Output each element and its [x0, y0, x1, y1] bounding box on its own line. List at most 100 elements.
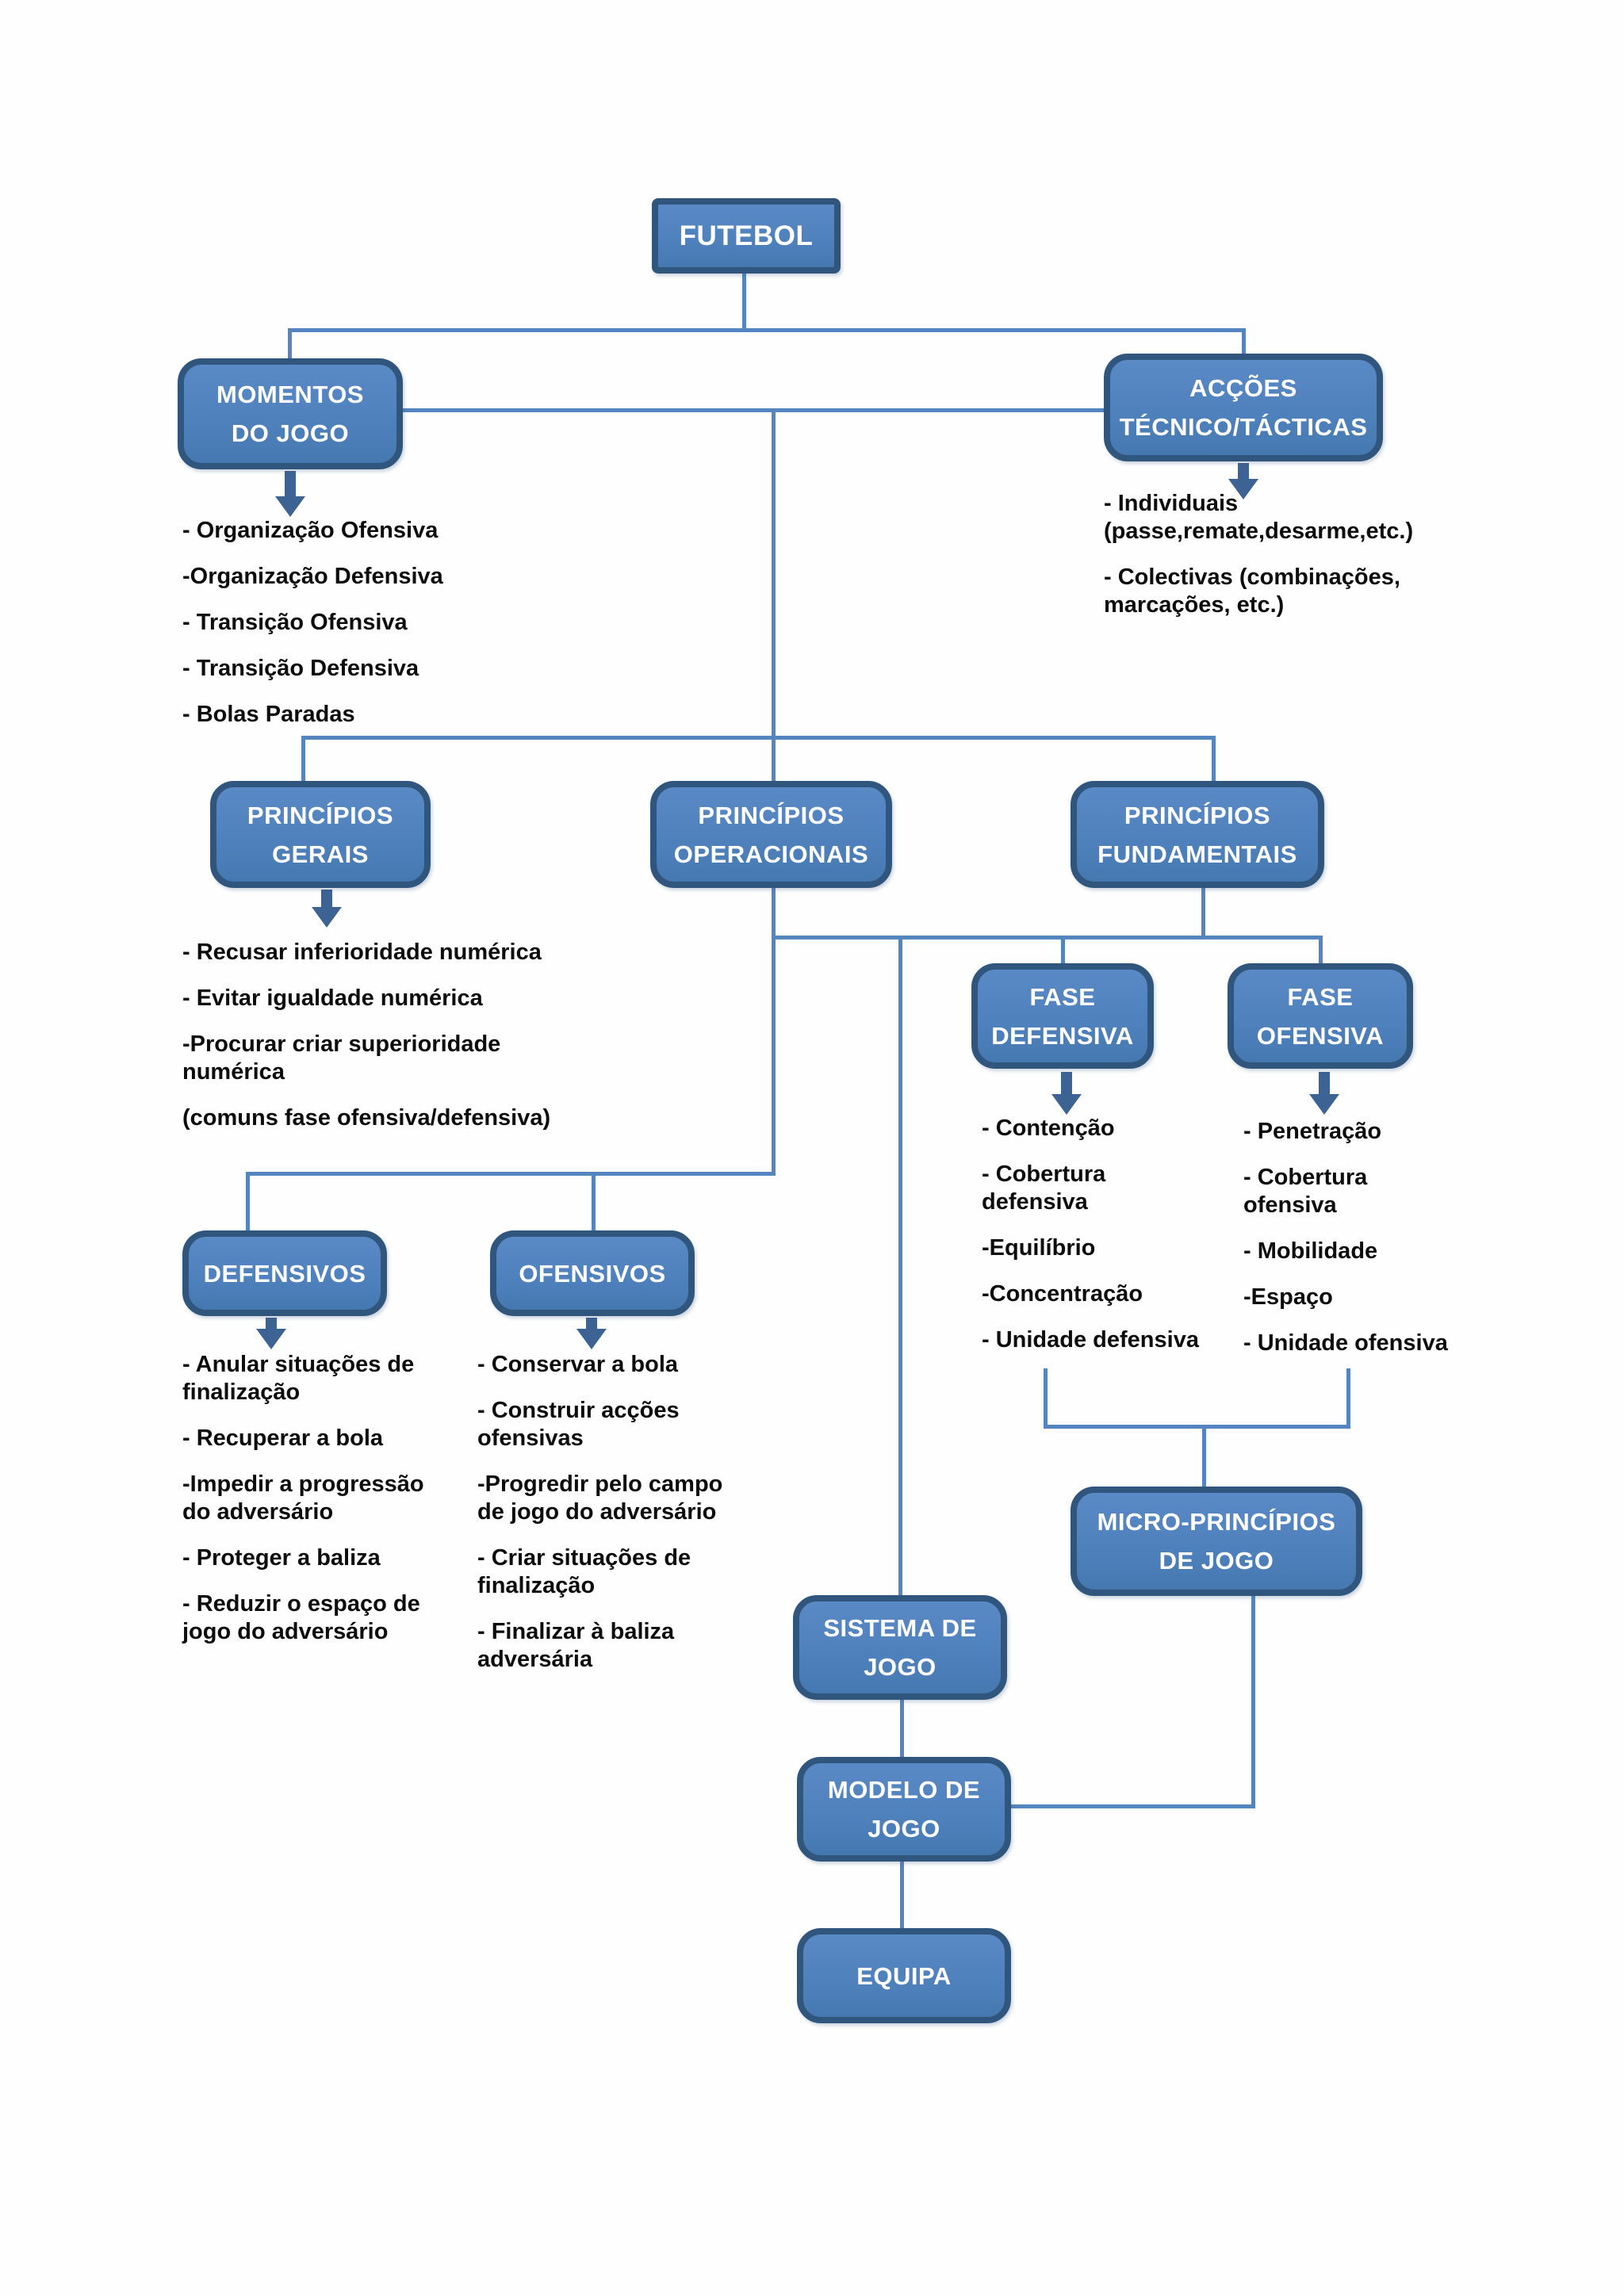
node-principios-operacionais: PRINCÍPIOS OPERACIONAIS	[650, 781, 892, 888]
connector-to-ofensivos	[592, 1172, 596, 1232]
connector-to-fase-ofensiva	[1319, 936, 1323, 965]
connector-to-operacionais	[772, 736, 776, 783]
accoes-list: - Individuais (passe,remate,desarme,etc.…	[1104, 490, 1461, 637]
node-micro-principios: MICRO-PRINCÍPIOS DE JOGO	[1071, 1487, 1362, 1596]
list-item: - Recusar inferioridade numérica	[182, 939, 542, 965]
connector-to-gerais	[301, 736, 305, 783]
node-accoes-tecnico-tacticas: ACÇÕES TÉCNICO/TÁCTICAS	[1104, 354, 1383, 461]
list-item: -Espaço	[1243, 1284, 1333, 1310]
connector-unidade-defensiva-down	[1044, 1368, 1048, 1429]
node-defensivos-label: DEFENSIVOS	[203, 1259, 366, 1288]
list-item: - Cobertura defensiva	[982, 1161, 1106, 1215]
connector-to-micro	[1202, 1425, 1206, 1488]
connector-operacionais-down	[772, 888, 776, 1175]
fase-ofensiva-list: - Penetração- Cobertura ofensiva- Mobili…	[1243, 1118, 1505, 1376]
connector-to-sistema	[898, 936, 902, 1597]
node-sistema-label: SISTEMA DE JOGO	[823, 1614, 977, 1681]
connector-to-fundamentais	[1212, 736, 1216, 783]
arrow-head	[1228, 479, 1258, 499]
gerais-list: - Recusar inferioridade numérica - Evitar…	[182, 939, 563, 1150]
list-item: - Evitar igualdade numérica	[182, 985, 483, 1011]
node-principios-fundamentais: PRINCÍPIOS FUNDAMENTAIS	[1071, 781, 1324, 888]
list-item: -Organização Defensiva	[182, 564, 443, 589]
list-item: -Procurar criar superioridade numérica	[182, 1031, 501, 1085]
list-item: - Recuperar a bola	[182, 1425, 384, 1451]
arrow-head	[256, 1329, 286, 1349]
node-micro-label: MICRO-PRINCÍPIOS DE JOGO	[1097, 1508, 1336, 1575]
connector-center-down	[772, 408, 776, 737]
node-futebol: FUTEBOL	[652, 198, 841, 274]
down-arrow-fase-defensiva	[1051, 1072, 1082, 1115]
list-item: - Unidade defensiva	[982, 1327, 1199, 1353]
list-item: - Finalizar à baliza adversária	[477, 1619, 675, 1672]
down-arrow-momentos	[275, 471, 305, 517]
list-item: - Contenção	[982, 1115, 1115, 1141]
list-item: - Unidade ofensiva	[1243, 1330, 1448, 1356]
down-arrow-gerais	[312, 890, 342, 928]
connector-to-accoes	[1242, 328, 1246, 357]
node-fase-defensiva: FASE DEFENSIVA	[971, 963, 1154, 1069]
ofensivos-list: - Conservar a bola - Construir acções ofe…	[477, 1351, 795, 1692]
down-arrow-defensivos	[256, 1318, 286, 1349]
list-item: - Construir acções ofensivas	[477, 1398, 680, 1451]
connector-to-fase-defensiva	[1061, 936, 1065, 965]
arrow-shaft	[266, 1318, 277, 1329]
arrow-head	[576, 1329, 607, 1349]
node-operacionais-label: PRINCÍPIOS OPERACIONAIS	[673, 801, 869, 868]
node-ofensivos: OFENSIVOS	[490, 1230, 695, 1316]
arrow-shaft	[1319, 1072, 1330, 1094]
connector-fases-horizontal	[772, 936, 1323, 939]
node-defensivos: DEFENSIVOS	[182, 1230, 387, 1316]
node-equipa-label: EQUIPA	[856, 1961, 952, 1990]
list-item: - Cobertura ofensiva	[1243, 1165, 1368, 1218]
node-futebol-label: FUTEBOL	[679, 220, 814, 251]
node-principios-gerais: PRINCÍPIOS GERAIS	[210, 781, 431, 888]
arrow-head	[312, 907, 342, 928]
down-arrow-ofensivos	[576, 1318, 607, 1349]
connector-to-momentos	[288, 328, 292, 360]
node-fase-defensiva-label: FASE DEFENSIVA	[991, 982, 1134, 1050]
arrow-shaft	[1238, 463, 1249, 479]
arrow-shaft	[586, 1318, 597, 1329]
list-item: - Reduzir o espaço de jogo do adversário	[182, 1591, 420, 1644]
node-fase-ofensiva-label: FASE OFENSIVA	[1256, 982, 1385, 1050]
list-item: -Impedir a progressão do adversário	[182, 1471, 424, 1525]
arrow-shaft	[321, 890, 332, 907]
list-item: - Transição Ofensiva	[182, 610, 408, 635]
connector-micro-horizontal	[1044, 1425, 1350, 1429]
momentos-list: - Organização Ofensiva -Organização Defen…	[182, 517, 555, 747]
connector-sistema-modelo	[900, 1700, 904, 1758]
list-item: -Concentração	[982, 1281, 1143, 1307]
connector-modelo-equipa	[900, 1862, 904, 1930]
list-item: - Organização Ofensiva	[182, 518, 439, 543]
connector-fundamentais-down	[1201, 888, 1205, 937]
list-item: - Colectivas (combinações, marcações, et…	[1104, 564, 1400, 618]
node-modelo-de-jogo: MODELO DE JOGO	[797, 1757, 1011, 1862]
connector-futebol-down	[742, 274, 746, 330]
down-arrow-fase-ofensiva	[1309, 1072, 1339, 1115]
connector-unidade-ofensiva-down	[1346, 1368, 1350, 1429]
list-item: -Equilíbrio	[982, 1235, 1096, 1261]
list-item: - Penetração	[1243, 1119, 1382, 1144]
node-momentos-do-jogo: MOMENTOS DO JOGO	[178, 358, 403, 469]
connector-to-defensivos	[246, 1172, 250, 1232]
list-item: - Proteger a baliza	[182, 1545, 381, 1571]
connector-top-horizontal	[288, 328, 1246, 332]
list-item: - Conservar a bola	[477, 1352, 679, 1377]
list-item: - Individuais (passe,remate,desarme,etc.…	[1104, 491, 1414, 544]
node-gerais-label: PRINCÍPIOS GERAIS	[247, 801, 394, 868]
node-modelo-label: MODELO DE JOGO	[827, 1776, 981, 1843]
node-fase-ofensiva: FASE OFENSIVA	[1228, 963, 1413, 1069]
node-fundamentais-label: PRINCÍPIOS FUNDAMENTAIS	[1097, 801, 1297, 868]
node-momentos-label: MOMENTOS DO JOGO	[216, 381, 364, 447]
arrow-shaft	[285, 471, 296, 496]
down-arrow-accoes	[1228, 463, 1258, 499]
list-item: - Bolas Paradas	[182, 702, 355, 727]
list-item: (comuns fase ofensiva/defensiva)	[182, 1105, 551, 1131]
connector-momentos-accoes	[401, 408, 1105, 412]
arrow-head	[1051, 1094, 1082, 1115]
connector-micro-down	[1251, 1594, 1255, 1808]
node-ofensivos-label: OFENSIVOS	[519, 1259, 666, 1288]
list-item: - Anular situações de finalização	[182, 1352, 415, 1405]
